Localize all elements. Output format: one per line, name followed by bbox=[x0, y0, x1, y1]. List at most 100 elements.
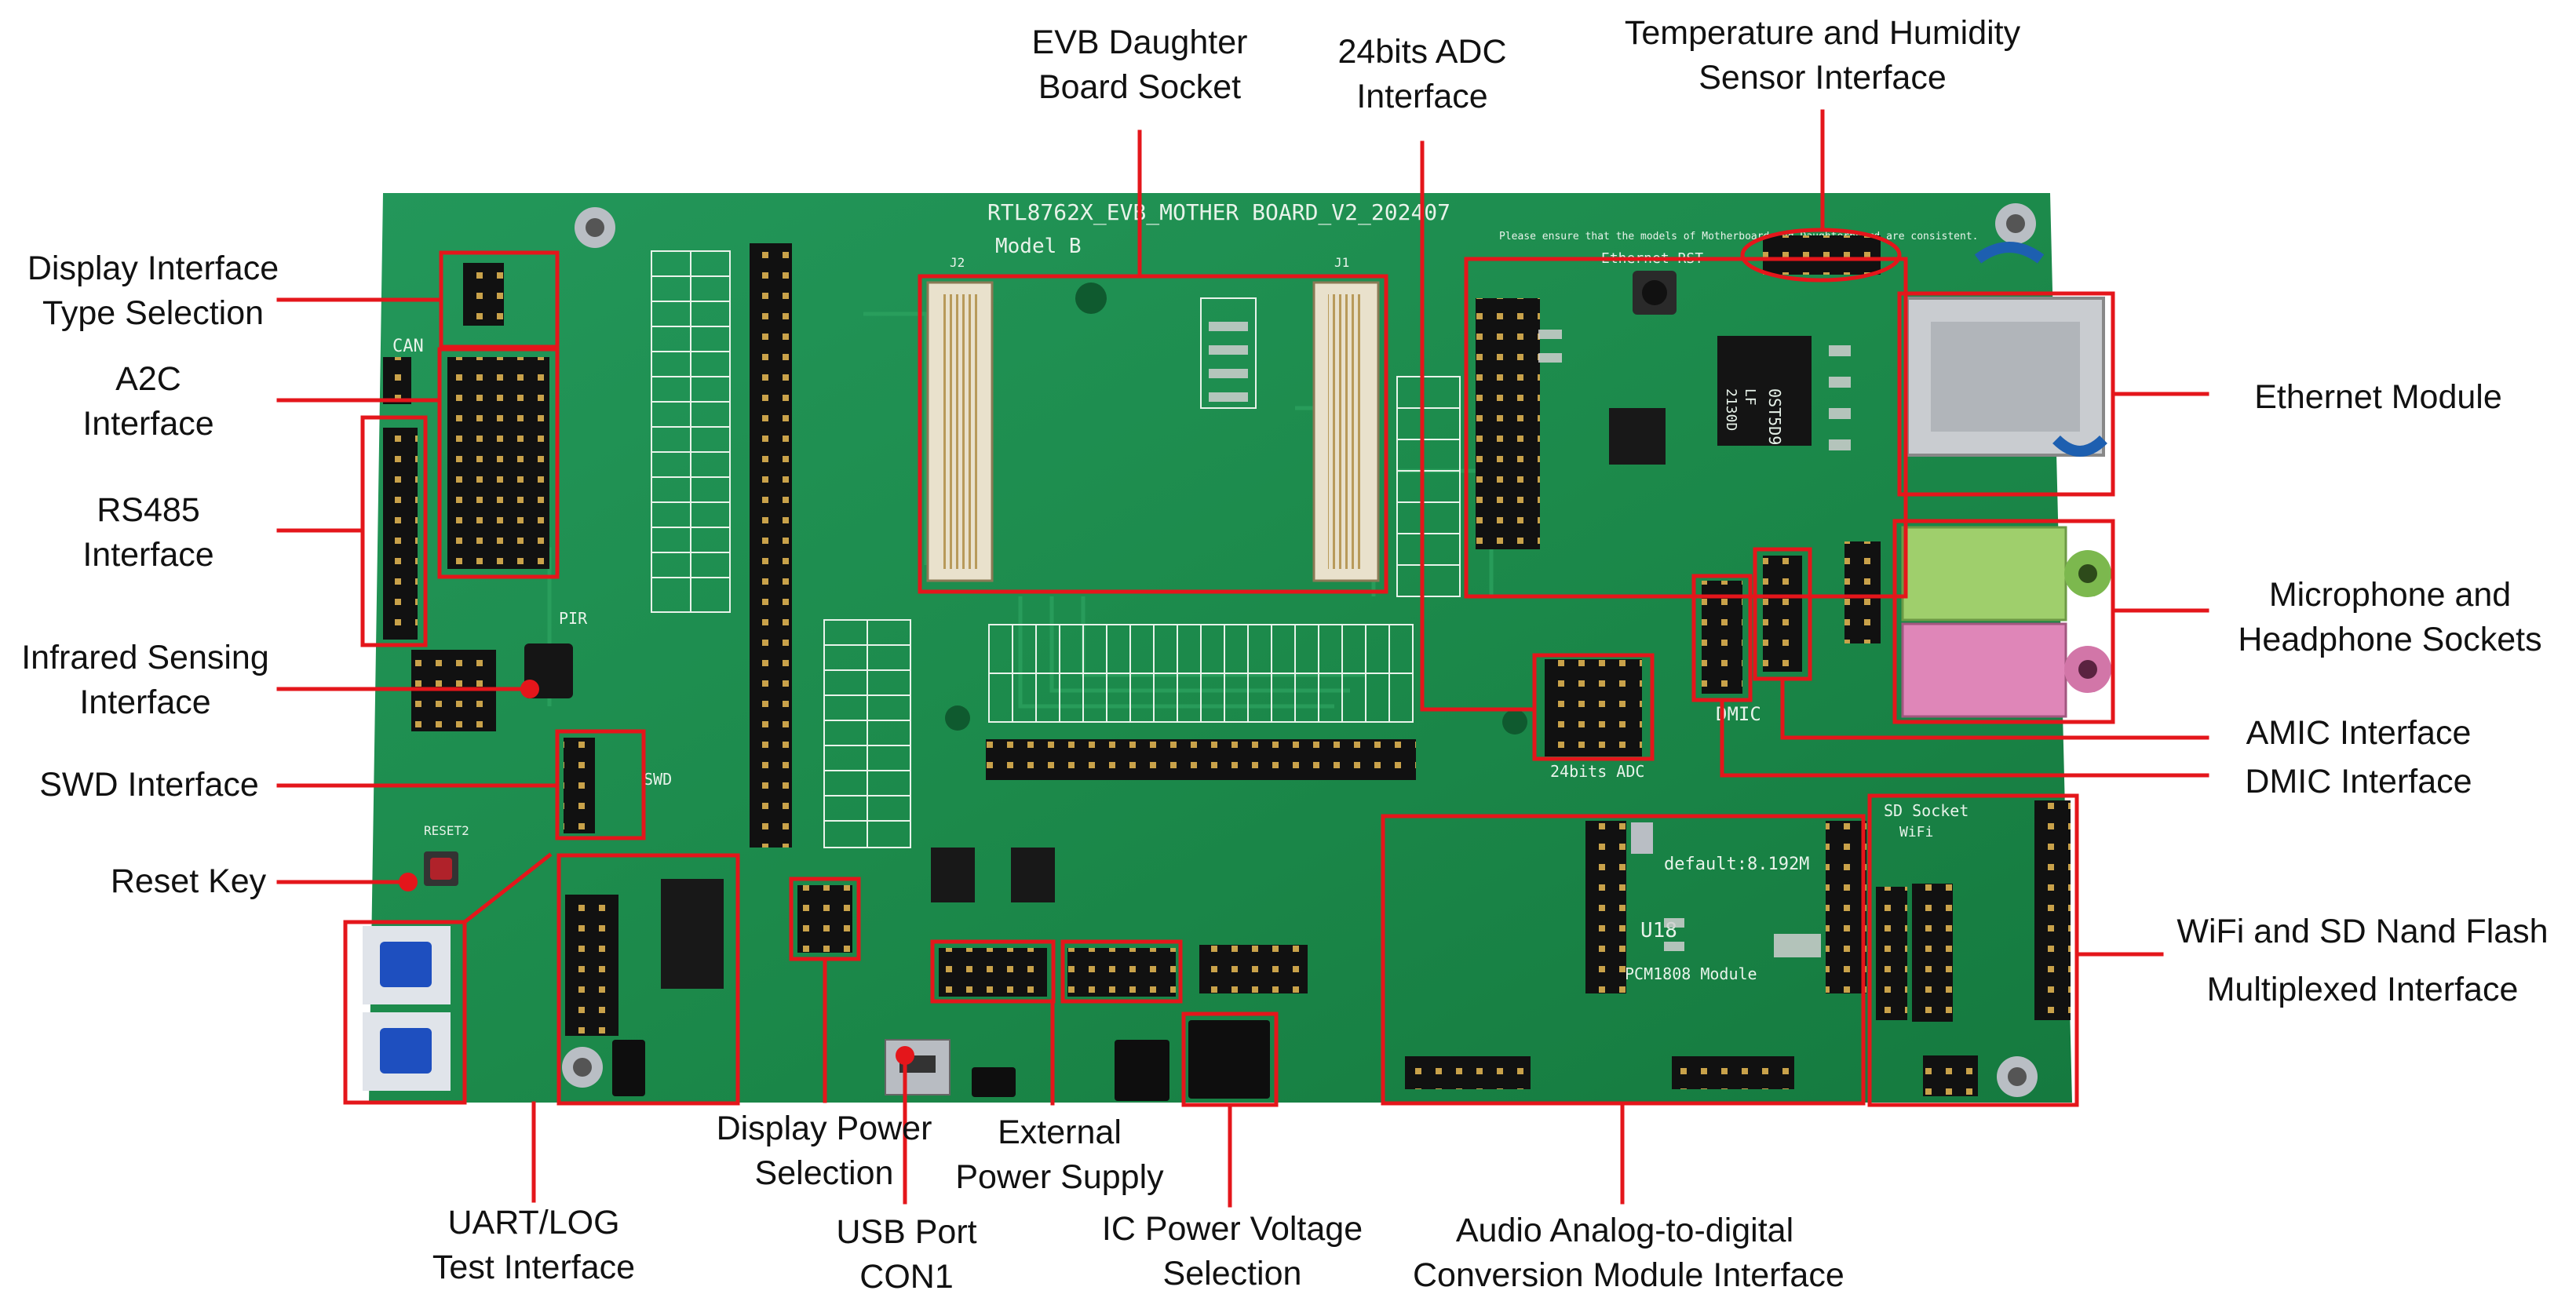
label-uart: UART/LOG Test Interface bbox=[408, 1201, 659, 1290]
board-graphic-detail bbox=[1538, 353, 1562, 363]
label-audio-line1: Audio Analog-to-digital bbox=[1455, 1212, 1794, 1249]
board-graphic-detail bbox=[824, 620, 910, 848]
annot-box-ext-power-b bbox=[1060, 939, 1183, 1004]
annot-box-evb bbox=[918, 274, 1388, 594]
board-graphic-detail bbox=[1912, 884, 1953, 1022]
label-amic: AMIC Interface bbox=[2213, 711, 2504, 756]
board-graphic-detail bbox=[1328, 294, 1364, 569]
j2-silk: J2 bbox=[950, 255, 965, 270]
board-graphic-detail bbox=[2008, 1067, 2027, 1086]
label-dmic: DMIC Interface bbox=[2213, 760, 2504, 804]
board-graphic-detail bbox=[1209, 345, 1248, 355]
board-graphic-detail bbox=[1405, 1056, 1531, 1089]
label-adc-line2: Interface bbox=[1356, 78, 1488, 115]
wifi-silk: WiFi bbox=[1899, 824, 1933, 840]
label-display-power-line1: Display Power bbox=[716, 1110, 932, 1147]
board-graphic-detail bbox=[1396, 376, 1461, 597]
label-infrared: Infrared Sensing Interface bbox=[0, 636, 290, 725]
annot-dot-reset bbox=[399, 873, 418, 891]
main-pin-header bbox=[750, 243, 792, 848]
board-graphic-detail bbox=[1829, 345, 1851, 356]
label-uart-line2: Test Interface bbox=[432, 1249, 636, 1286]
can-header bbox=[383, 357, 411, 404]
label-adc: 24bits ADC Interface bbox=[1295, 30, 1549, 119]
board-graphic-detail bbox=[1720, 698, 2209, 778]
evb-socket-connectors bbox=[926, 281, 1380, 582]
label-ext-power: External Power Supply bbox=[926, 1110, 1193, 1200]
board-graphic-detail bbox=[863, 312, 929, 565]
board-graphic-detail bbox=[989, 625, 1413, 722]
annot-box-uart-right bbox=[556, 853, 740, 1106]
temp-humidity-header bbox=[1763, 235, 1881, 275]
label-infrared-line2: Interface bbox=[79, 684, 211, 721]
pcm-module-headers bbox=[1585, 821, 1626, 993]
chip-line-3: 2130D bbox=[1723, 388, 1739, 431]
label-display-power-line2: Selection bbox=[754, 1154, 894, 1192]
sd-socket-silk: SD Socket bbox=[1884, 801, 1968, 820]
dmic-header bbox=[1702, 581, 1742, 694]
annot-box-wifi bbox=[1867, 793, 2079, 1107]
board-graphic-detail bbox=[651, 251, 730, 612]
label-audio-line2: Conversion Module Interface bbox=[1413, 1256, 1844, 1294]
label-wifi-line1: WiFi and SD Nand Flash bbox=[2176, 913, 2549, 950]
uart-switch-top-knob bbox=[380, 942, 432, 987]
adc-silk: 24bits ADC bbox=[1550, 762, 1644, 781]
board-graphic-detail bbox=[1876, 887, 1907, 1020]
wifi-sd-headers bbox=[2034, 800, 2071, 1020]
label-evb-socket: EVB Daughter Board Socket bbox=[1013, 20, 1267, 110]
board-graphic-detail bbox=[573, 1058, 592, 1077]
pin-label-grids bbox=[651, 250, 1461, 848]
uart-ic bbox=[661, 879, 724, 989]
board-graphic-detail bbox=[1829, 377, 1851, 388]
board-graphic-detail bbox=[1075, 283, 1107, 314]
ethernet-phy-ic bbox=[1609, 408, 1666, 465]
label-uart-line1: UART/LOG bbox=[447, 1204, 620, 1241]
board-graphic-detail bbox=[1642, 280, 1667, 305]
label-adc-line1: 24bits ADC bbox=[1337, 33, 1507, 71]
label-usb: USB Port CON1 bbox=[793, 1210, 1020, 1300]
board-graphic-detail bbox=[1974, 242, 2045, 264]
uart-switch-bottom-knob bbox=[380, 1028, 432, 1074]
board-graphic-detail bbox=[1502, 709, 1527, 735]
board-graphic-detail bbox=[1200, 297, 1257, 409]
board-model-silk: Model B bbox=[995, 235, 1082, 258]
smd-components bbox=[1209, 322, 1851, 957]
label-ext-power-line2: Power Supply bbox=[955, 1158, 1164, 1196]
label-mic-line2: Headphone Sockets bbox=[2238, 621, 2542, 658]
a2c-header bbox=[447, 357, 549, 569]
label-wifi-line2: Multiplexed Interface bbox=[2206, 971, 2519, 1008]
label-rs485: RS485 Interface bbox=[42, 488, 254, 578]
chip-line-2: LF bbox=[1742, 388, 1758, 406]
label-ethernet-line1: Ethernet Module bbox=[2254, 378, 2502, 416]
board-graphic-detail bbox=[1631, 822, 1653, 854]
annot-box-mic bbox=[1892, 519, 2115, 724]
label-a2c-line1: A2C bbox=[115, 360, 181, 398]
board-graphic-detail bbox=[1931, 322, 2080, 432]
board-graphic-detail bbox=[1664, 918, 1684, 928]
label-reset-line1: Reset Key bbox=[110, 862, 267, 900]
board-graphic-detail bbox=[1018, 596, 1334, 709]
ic-power-header bbox=[1199, 945, 1308, 993]
rs485-header bbox=[383, 428, 418, 640]
annot-dot-usb bbox=[896, 1046, 914, 1065]
ethernet-jumper-headers bbox=[1476, 298, 1540, 549]
board-graphic-detail bbox=[1774, 934, 1821, 957]
board-graphic-detail bbox=[1664, 942, 1684, 951]
label-ic-power-line1: IC Power Voltage bbox=[1101, 1210, 1363, 1248]
uart-jumper bbox=[612, 1040, 645, 1096]
board-graphic-detail bbox=[945, 705, 970, 731]
label-temp: Temperature and Humidity Sensor Interfac… bbox=[1601, 11, 2044, 100]
label-ethernet: Ethernet Module bbox=[2213, 375, 2543, 420]
board-graphic-detail bbox=[1923, 1055, 1978, 1096]
label-evb-socket-line1: EVB Daughter bbox=[1031, 24, 1248, 61]
label-temp-line1: Temperature and Humidity bbox=[1624, 14, 2021, 52]
label-usb-line2: CON1 bbox=[859, 1258, 954, 1296]
label-ic-power: IC Power Voltage Selection bbox=[1075, 1207, 1389, 1296]
label-mic: Microphone and Headphone Sockets bbox=[2213, 573, 2567, 662]
label-ic-power-line2: Selection bbox=[1162, 1255, 1302, 1292]
annot-dot-infrared bbox=[520, 680, 539, 698]
board-graphic-detail bbox=[1420, 140, 1537, 712]
board-graphic-detail bbox=[972, 1067, 1016, 1097]
label-temp-line2: Sensor Interface bbox=[1698, 59, 1947, 97]
